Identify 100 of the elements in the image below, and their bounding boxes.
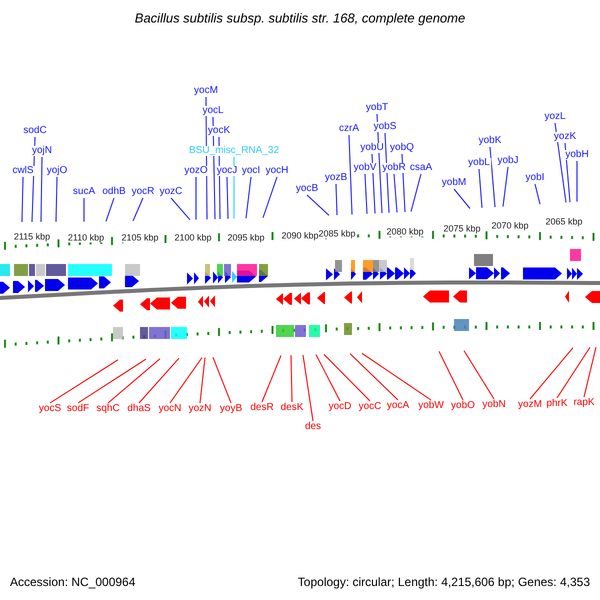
gene-label: yocK	[206, 126, 232, 136]
scale-label: 2080 kbp	[386, 228, 424, 236]
leader-line	[584, 346, 596, 398]
gene-label: yoyB	[218, 404, 244, 414]
gene-label: czrA	[338, 124, 360, 134]
leader-line	[246, 176, 252, 219]
leader-line	[530, 347, 574, 400]
gene-label: yocH	[264, 166, 290, 176]
gene-label: yozK	[552, 132, 578, 142]
gene-label: yobH	[564, 150, 590, 160]
leader-line	[306, 194, 330, 216]
leader-line	[22, 176, 24, 222]
leader-line	[478, 168, 482, 208]
leader-line	[106, 198, 114, 222]
leader-line	[138, 358, 180, 404]
gene-label: yobW	[417, 401, 445, 411]
leader-line	[364, 174, 368, 214]
leader-line	[402, 154, 406, 212]
gene-label: sodC	[22, 126, 48, 136]
leader-line	[394, 174, 398, 213]
gene-label: dhaS	[126, 404, 152, 414]
leader-line	[262, 176, 278, 218]
gene-label: yobK	[478, 136, 502, 146]
gene-label: sucA	[72, 187, 96, 197]
scale-label: 2090 kbp	[281, 232, 319, 240]
leader-line	[40, 156, 42, 222]
gene-label: yobI	[524, 173, 546, 183]
gene-label: yocS	[38, 404, 62, 414]
leader-line	[78, 358, 146, 404]
gene-label: yobO	[450, 401, 476, 411]
leader-line	[384, 132, 390, 214]
leader-line	[554, 122, 566, 203]
leader-line	[290, 354, 292, 402]
leader-line	[302, 354, 314, 422]
gene-label: phrK	[545, 399, 569, 409]
gene-label: yocA	[386, 401, 410, 411]
leader-line	[170, 198, 190, 220]
gene-label: yojO	[46, 166, 68, 176]
scale-label: 2095 kbp	[227, 234, 265, 242]
leader-line	[362, 352, 432, 400]
leader-line	[32, 136, 36, 222]
gene-label: sodF	[66, 404, 90, 414]
gene-label: yobM	[440, 178, 468, 188]
gene-label: odhB	[101, 187, 127, 197]
leader-line	[502, 166, 508, 208]
gene-label: yobU	[359, 143, 385, 153]
leader-line	[56, 176, 58, 222]
gene-label: desR	[249, 403, 275, 413]
gene-label: yozN	[188, 404, 212, 414]
scale-label: 2070 kbp	[491, 222, 529, 230]
gene-label: yobL	[467, 158, 491, 168]
gene-label: yocI	[240, 166, 262, 176]
leader-line	[350, 353, 398, 400]
leader-line	[576, 160, 578, 202]
leader-line	[226, 176, 228, 220]
gene-label: yocC	[358, 402, 382, 412]
gene-label: yocJ	[216, 166, 238, 176]
leader-line	[534, 184, 540, 205]
footer-text: Topology: circular; Length: 4,215,606 bp; Genes: 4,353	[298, 576, 590, 588]
gene-label: yobQ	[389, 143, 415, 153]
leader-line	[348, 134, 352, 215]
gene-label: csaA	[408, 163, 434, 173]
gene-label: yocR	[130, 187, 156, 197]
gene-label: yozC	[158, 187, 184, 197]
gene-label: cwlS	[11, 166, 35, 176]
gene-label: BSU_misc_RNA_32	[188, 146, 280, 156]
gene-label: yobT	[364, 103, 390, 113]
gene-label: yobS	[372, 122, 398, 132]
gene-label: yozM	[517, 400, 543, 410]
gene-label: yocN	[158, 404, 182, 414]
gene-label: yozO	[183, 166, 209, 176]
leader-line	[556, 346, 590, 398]
scale-label: 2110 kbp	[68, 234, 104, 242]
gene-label: yocB	[294, 184, 320, 194]
leader-line	[170, 357, 202, 404]
leader-line	[108, 358, 160, 404]
gene-label: rapK	[572, 398, 596, 408]
leader-line	[262, 355, 282, 402]
gene-label: yojN	[31, 146, 53, 156]
footer-text: Accession: NC_000964	[10, 576, 136, 588]
scale-label: 2105 kbp	[121, 234, 159, 242]
gene-label: yozL	[543, 112, 567, 122]
scale-label: 2065 kbp	[545, 218, 583, 226]
gene-label: sqhC	[95, 404, 121, 414]
gene-label: yobJ	[496, 156, 520, 166]
leader-line	[464, 350, 494, 400]
scale-label: 2115 kbp	[14, 232, 50, 242]
gene-label: yocL	[201, 106, 225, 116]
gene-label: yobN	[481, 400, 507, 410]
title: Bacillus subtilis subsp. subtilis str. 168, complete genome	[134, 12, 466, 24]
gene-label: yobR	[381, 163, 407, 173]
leader-line	[324, 354, 370, 402]
leader-line	[410, 174, 422, 212]
gene-label: yozB	[324, 173, 348, 183]
leader-line	[200, 357, 206, 404]
gene-label: desK	[280, 403, 304, 413]
leader-line	[490, 146, 496, 208]
scale-label: 2085 kbp	[318, 230, 356, 238]
gene-label: des	[304, 422, 322, 432]
leader-line	[454, 188, 470, 209]
